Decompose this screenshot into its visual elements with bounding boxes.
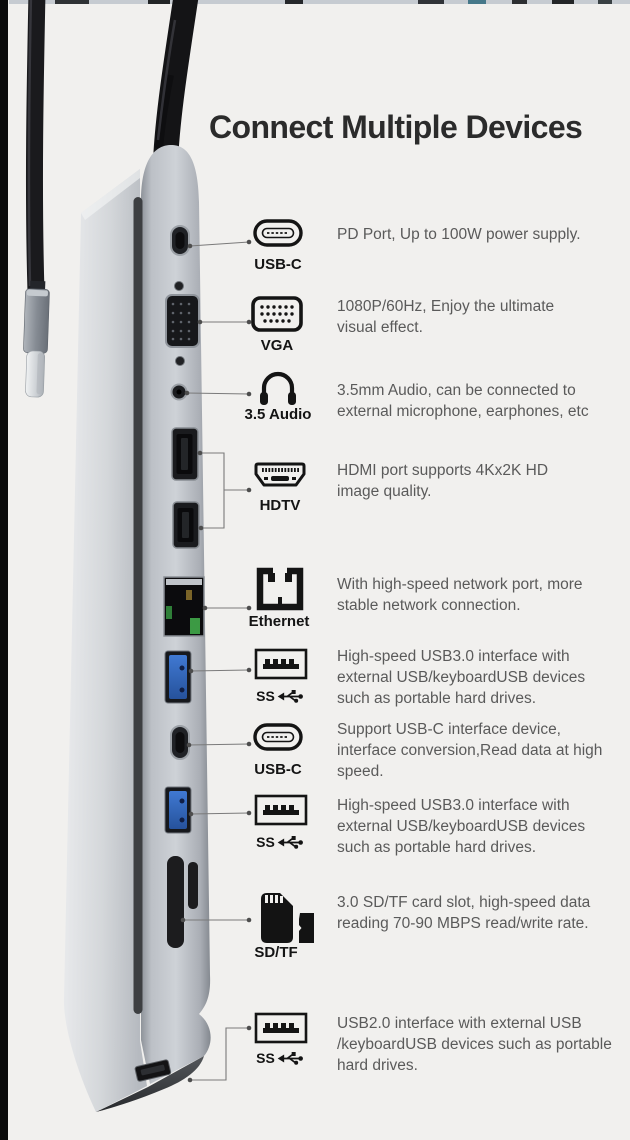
usb-trident-icon (277, 835, 303, 849)
port-label-vga: VGA (260, 337, 294, 354)
hdmi-port-icon (254, 462, 306, 487)
usbc-connector (23, 280, 50, 398)
row-description: HDMI port supports 4Kx2K HD image qualit… (337, 462, 549, 500)
row-description: 3.5mm Audio, can be connected to externa… (337, 382, 589, 420)
dock-vga-port (165, 294, 200, 348)
superspeed-usb-logo: SS (256, 1050, 304, 1066)
usb-a-port-icon (254, 794, 308, 826)
ss-label: SS (256, 688, 275, 704)
dock-usb3-port-2 (164, 786, 192, 834)
dock-sd-slot (167, 856, 184, 948)
usb-a-port-icon (254, 648, 308, 680)
dock-hdmi-port-2 (172, 501, 200, 549)
callout-lines (183, 241, 250, 1081)
row-description: With high-speed network port, more stabl… (337, 576, 583, 614)
row-description: High-speed USB3.0 interface with externa… (337, 648, 586, 707)
row-description: High-speed USB3.0 interface with externa… (337, 797, 586, 856)
dock-hdmi-port-1 (171, 427, 199, 481)
superspeed-usb-logo: SS (256, 834, 304, 850)
row-description: Support USB-C interface device, interfac… (337, 721, 603, 780)
usb-a-port-icon (254, 1012, 308, 1044)
dock-cable (153, 0, 199, 165)
usbc-cable (23, 0, 50, 398)
port-label-sdtf: SD/TF (254, 944, 298, 961)
callout-dots (180, 239, 252, 1083)
superspeed-usb-logo: SS (256, 688, 304, 704)
port-label-audio: 3.5 Audio (244, 406, 312, 423)
ss-label: SS (256, 834, 275, 850)
dock-body (63, 145, 211, 1112)
dock-groove (133, 197, 143, 1014)
dock-ethernet-port (163, 576, 205, 637)
sd-card-icon (261, 893, 314, 943)
ethernet-port-icon (256, 567, 304, 611)
row-description: 3.0 SD/TF card slot, high-speed data rea… (337, 894, 591, 932)
dock-usbc-port-2 (170, 725, 190, 760)
top-photo-sliver (9, 0, 630, 4)
port-label-hdtv: HDTV (259, 497, 301, 514)
dock-tf-slot (188, 862, 198, 909)
dock-usbc-port-1 (170, 225, 190, 256)
usb-trident-icon (277, 1051, 303, 1065)
row-description: PD Port, Up to 100W power supply. (337, 226, 581, 243)
dock-screw-1 (174, 281, 184, 291)
headphones-icon (260, 371, 296, 405)
port-label-usb-c-1: USB-C (254, 256, 302, 273)
row-description: USB2.0 interface with external USB /keyb… (337, 1015, 612, 1074)
left-border-bar (0, 0, 8, 1140)
port-label-ethernet: Ethernet (248, 613, 310, 630)
usb-trident-icon (277, 689, 303, 703)
port-label-usb-c-2: USB-C (254, 761, 302, 778)
usb-c-port-icon (253, 219, 303, 247)
dock-usb3-port-1 (164, 650, 192, 704)
vga-port-icon (251, 296, 303, 332)
row-description: 1080P/60Hz, Enjoy the ultimate visual ef… (337, 298, 555, 336)
page-title: Connect Multiple Devices (209, 109, 583, 145)
dock-front-face (63, 169, 147, 1112)
dock-audio-jack (170, 383, 188, 401)
usb-c-port-icon (253, 723, 303, 751)
dock-screw-2 (175, 356, 185, 366)
ss-label: SS (256, 1050, 275, 1066)
